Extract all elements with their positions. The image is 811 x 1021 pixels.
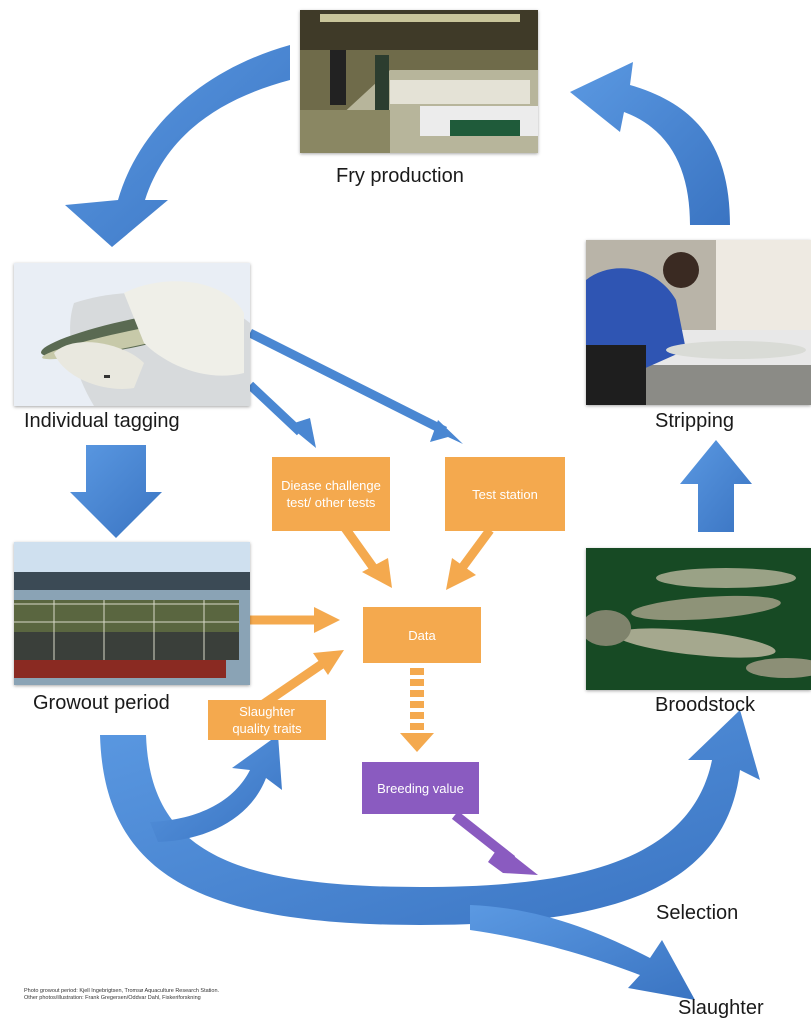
arrow-growout-to-broodstock-loop <box>100 710 760 925</box>
arrow-tagging-to-growout <box>70 445 162 538</box>
arrow-stripping-to-fry <box>570 62 730 225</box>
slaughter-traits-box: Slaughter quality traits <box>208 700 326 740</box>
slaughter-label: Slaughter <box>678 997 764 1019</box>
broodstock-label: Broodstock <box>655 694 756 716</box>
breeding-value-box: Breeding value <box>362 762 479 814</box>
data-box: Data <box>363 607 481 663</box>
growout-period-label: Growout period <box>33 692 170 714</box>
arrow-data-to-breeding-value <box>400 668 434 752</box>
selection-label: Selection <box>656 902 739 924</box>
individual-tagging-label: Individual tagging <box>24 410 180 432</box>
arrow-broodstock-to-stripping <box>680 440 752 532</box>
arrow-test-station-to-data <box>458 527 494 571</box>
photo-credits: Photo growout period: Kjell Ingebrigtsen… <box>24 988 219 1002</box>
photo-credit-line-2: Other photos/illustration: Frank Gregers… <box>24 995 201 1001</box>
test-station-box: Test station <box>445 457 565 531</box>
arrow-growout-to-slaughter-traits <box>150 735 282 842</box>
individual-tagging-photo <box>14 263 250 406</box>
disease-test-box: Diease challenge test/ other tests <box>272 457 390 531</box>
broodstock-photo <box>586 548 811 690</box>
fry-production-photo <box>300 10 538 153</box>
arrow-fry-to-tagging <box>65 45 290 247</box>
arrow-disease-test-to-data <box>341 525 379 573</box>
stripping-photo <box>586 240 811 405</box>
arrow-traits-to-data <box>259 660 325 709</box>
fry-production-label: Fry production <box>336 165 464 187</box>
stripping-label: Stripping <box>655 410 734 432</box>
arrow-to-slaughter <box>470 905 695 1000</box>
growout-period-photo <box>14 542 250 685</box>
arrow-tagging-to-test-station <box>247 328 448 436</box>
photo-credit-line-1: Photo growout period: Kjell Ingebrigtsen… <box>24 988 220 994</box>
